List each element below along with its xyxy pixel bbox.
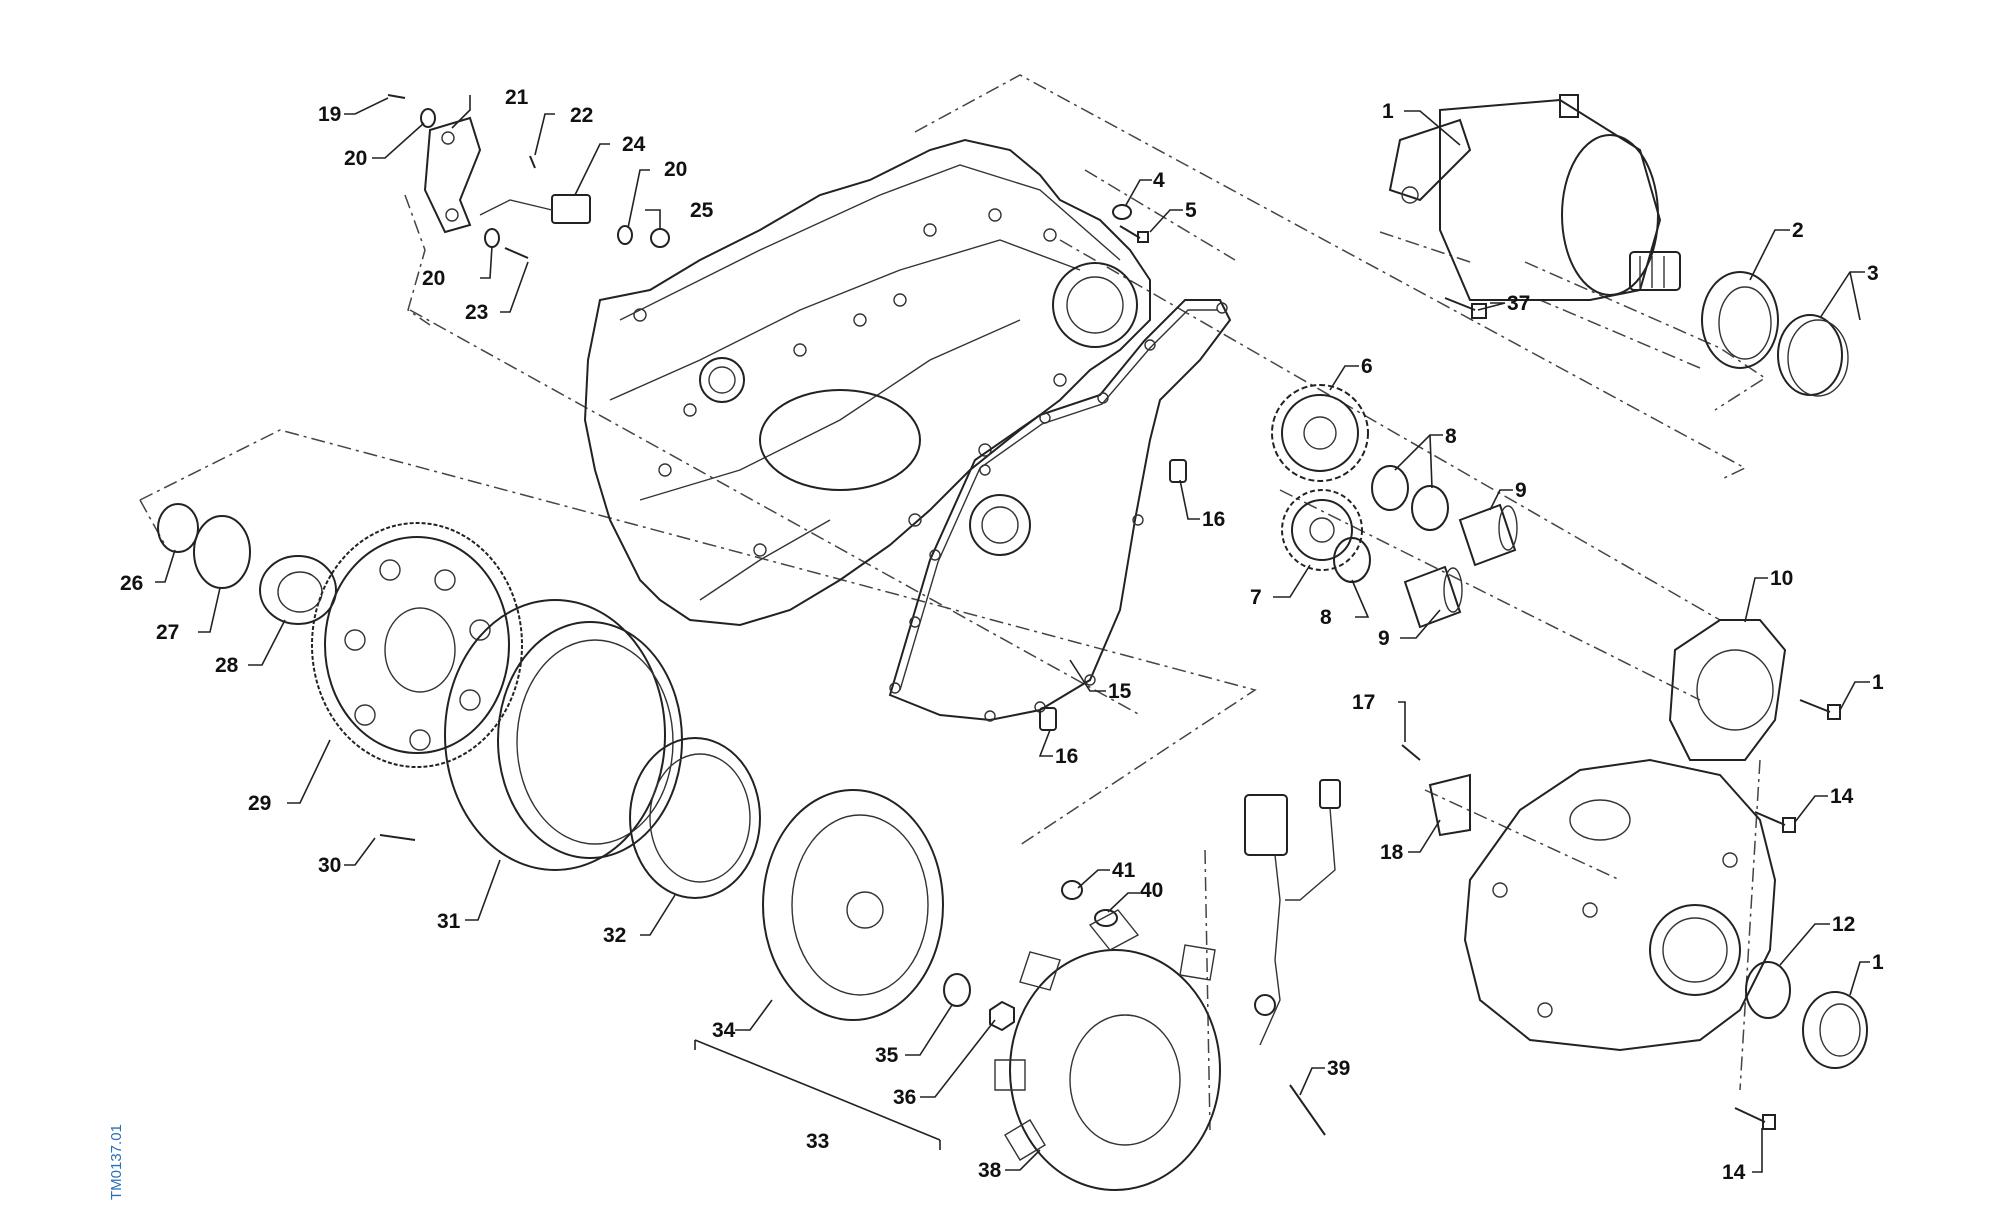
callout-20-right: 20	[664, 158, 687, 181]
leader-lines	[155, 95, 1870, 1173]
stator	[994, 909, 1221, 1191]
bracket	[1428, 773, 1471, 837]
callout-1: 1	[1382, 100, 1394, 123]
callout-22: 22	[570, 104, 593, 127]
callout-41: 41	[1112, 859, 1136, 882]
flywheel	[762, 789, 944, 1021]
callout-6: 6	[1361, 355, 1373, 378]
callout-34: 34	[712, 1019, 736, 1042]
callout-18: 18	[1380, 841, 1404, 864]
callout-31: 31	[437, 910, 461, 933]
callout-labels: 1 2 3 4 5 6 7 8 8 9 9 10 1 12 1 14 14 15…	[120, 86, 1884, 1184]
callout-7: 7	[1250, 586, 1262, 609]
callout-24: 24	[622, 133, 646, 156]
callout-9-upper: 9	[1515, 479, 1527, 502]
wiring-harness	[1244, 779, 1341, 1136]
callout-35: 35	[875, 1044, 899, 1067]
washer-screw-top	[1112, 204, 1149, 243]
starter-driven-gear	[311, 522, 523, 768]
shafts	[1403, 503, 1518, 629]
callout-17: 17	[1352, 691, 1375, 714]
callout-37: 37	[1507, 292, 1530, 315]
callout-30: 30	[318, 854, 341, 877]
callout-38: 38	[978, 1159, 1002, 1182]
callout-33: 33	[806, 1130, 829, 1153]
callout-20-left: 20	[344, 147, 367, 170]
callout-25: 25	[690, 199, 714, 222]
sensor-assembly	[387, 94, 670, 259]
callout-1-cover: 1	[1872, 671, 1884, 694]
callout-39: 39	[1327, 1057, 1350, 1080]
small-cover	[1668, 619, 1787, 761]
callout-19: 19	[318, 103, 341, 126]
callout-14-upper: 14	[1830, 785, 1854, 808]
starter-bolt	[1444, 297, 1487, 319]
crankcase	[583, 138, 1151, 627]
callout-26: 26	[120, 572, 143, 595]
o-rings	[1777, 314, 1849, 397]
cover-gasket	[888, 299, 1232, 722]
callout-23: 23	[465, 301, 488, 324]
one-way-clutch	[629, 737, 761, 899]
callout-1-plug: 1	[1872, 951, 1884, 974]
callout-21: 21	[505, 86, 529, 109]
callout-9-lower: 9	[1378, 627, 1390, 650]
callout-2: 2	[1792, 219, 1804, 242]
rotor-housing	[379, 599, 683, 871]
drawing-code: TM0137.01	[108, 1124, 125, 1200]
dowel-pins	[1039, 459, 1187, 731]
group-bracket-33	[694, 1039, 941, 1150]
callout-3: 3	[1867, 262, 1879, 285]
callout-12: 12	[1832, 913, 1855, 936]
cover-bolts	[1401, 699, 1841, 1130]
main-cover	[1463, 758, 1777, 1052]
callout-36: 36	[893, 1086, 916, 1109]
callout-28: 28	[215, 654, 239, 677]
callout-8-lower: 8	[1320, 606, 1332, 629]
needle-bearings	[1333, 465, 1449, 583]
callout-5: 5	[1185, 199, 1197, 222]
starter-ring	[1701, 271, 1779, 369]
callout-16-upper: 16	[1202, 508, 1225, 531]
washer-nut	[943, 880, 1118, 1032]
callout-4: 4	[1153, 169, 1165, 192]
callout-29: 29	[248, 792, 271, 815]
callout-20-bottom: 20	[422, 267, 445, 290]
starter-motor	[1388, 94, 1681, 301]
callout-14-lower: 14	[1722, 1161, 1746, 1184]
callout-32: 32	[603, 924, 626, 947]
callout-16-lower: 16	[1055, 745, 1078, 768]
callout-8-upper: 8	[1445, 425, 1457, 448]
callout-27: 27	[156, 621, 179, 644]
circlip-washer-bearing	[157, 503, 337, 625]
plug-and-oring	[1745, 961, 1868, 1069]
gear-7	[1281, 489, 1363, 571]
callout-40: 40	[1140, 879, 1163, 902]
gear-6	[1271, 384, 1369, 482]
callout-15: 15	[1108, 680, 1132, 703]
assembly-outlines	[139, 74, 1767, 1131]
callout-10: 10	[1770, 567, 1793, 590]
